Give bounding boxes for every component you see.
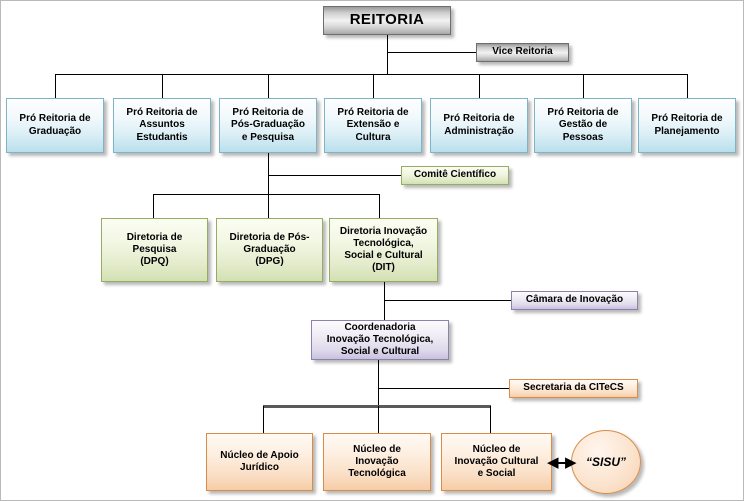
connector-drop-1 [55, 74, 56, 98]
connector-vice-reitoria [387, 52, 477, 53]
connector-diretoria-drop-3 [379, 194, 380, 218]
arrow-left-icon: ◀ [547, 454, 559, 471]
node-diretoria-inovacao[interactable]: Diretoria Inovação Tecnológica, Social e… [329, 218, 438, 282]
connector-nucleo-drop-1 [263, 406, 264, 433]
node-nucleo-inovacao-tecnologica-label: Núcleo de Inovação Tecnológica [348, 443, 406, 480]
node-nucleo-apoio-juridico[interactable]: Núcleo de Apoio Jurídico [206, 433, 313, 491]
node-pro-reitoria-planejamento-label: Pró Reitoria de Planejamento [651, 113, 723, 137]
node-vice-reitoria-label: Vice Reitoria [492, 46, 553, 58]
node-vice-reitoria[interactable]: Vice Reitoria [476, 43, 569, 62]
connector-reitoria-stem [387, 35, 388, 75]
node-diretoria-pesquisa[interactable]: Diretoria de Pesquisa (DPQ) [101, 218, 208, 282]
node-pro-reitoria-planejamento[interactable]: Pró Reitoria de Planejamento [638, 98, 736, 153]
node-comite-cientifico-label: Comitê Científico [413, 169, 497, 181]
connector-coordenadoria-stem [378, 360, 379, 406]
node-diretoria-pos-graduacao-label: Diretoria de Pós- Graduação (DPG) [229, 231, 310, 268]
node-camara-inovacao[interactable]: Câmara de Inovação [511, 291, 638, 310]
connector-diretoria-drop-1 [153, 194, 154, 218]
connector-sisu-line [552, 462, 572, 464]
node-pro-reitoria-extensao-cultura[interactable]: Pró Reitoria de Extensão e Cultura [324, 98, 422, 153]
connector-drop-7 [687, 74, 688, 98]
node-reitoria-label: REITORIA [349, 11, 425, 29]
connector-drop-3 [268, 74, 269, 98]
node-reitoria[interactable]: REITORIA [323, 6, 451, 35]
node-sisu-label: “SISU” [585, 454, 626, 469]
connector-camara [384, 300, 511, 301]
connector-nucleos-bus [263, 405, 491, 408]
node-nucleo-inovacao-tecnologica[interactable]: Núcleo de Inovação Tecnológica [323, 433, 431, 491]
node-coordenadoria-label: Coordenadoria Inovação Tecnológica, Soci… [326, 321, 434, 358]
node-diretoria-pos-graduacao[interactable]: Diretoria de Pós- Graduação (DPG) [216, 218, 323, 282]
connector-drop-5 [479, 74, 480, 98]
connector-pro-reitoria-bus [55, 74, 687, 75]
node-diretoria-inovacao-label: Diretoria Inovação Tecnológica, Social e… [339, 225, 428, 274]
connector-dit-stem [384, 282, 385, 320]
node-secretaria-citecs-label: Secretaria da CITeCS [523, 382, 624, 394]
node-nucleo-inovacao-cultural-social-label: Núcleo de Inovação Cultural e Social [454, 443, 539, 480]
node-pro-reitoria-gestao-pessoas-label: Pró Reitoria de Gestão de Pessoas [547, 107, 619, 143]
node-pro-reitoria-graduacao-label: Pró Reitoria de Graduação [19, 113, 91, 137]
node-pro-reitoria-administracao-label: Pró Reitoria de Administração [443, 113, 515, 137]
connector-nucleo-drop-2 [378, 406, 379, 433]
node-camara-inovacao-label: Câmara de Inovação [525, 294, 624, 306]
node-diretoria-pesquisa-label: Diretoria de Pesquisa (DPQ) [126, 231, 183, 268]
connector-nucleo-drop-3 [490, 406, 491, 433]
node-pro-reitoria-graduacao[interactable]: Pró Reitoria de Graduação [6, 98, 104, 153]
connector-diretorias-bus [153, 194, 379, 195]
node-pro-reitoria-assuntos-estudantis[interactable]: Pró Reitoria de Assuntos Estudantis [113, 98, 211, 153]
node-pro-reitoria-pos-graduacao-pesquisa[interactable]: Pró Reitoria de Pós-Graduação e Pesquisa [219, 98, 317, 153]
connector-comite [268, 175, 401, 176]
node-coordenadoria[interactable]: Coordenadoria Inovação Tecnológica, Soci… [311, 320, 449, 360]
arrow-right-icon: ▶ [565, 454, 577, 471]
node-comite-cientifico[interactable]: Comitê Científico [401, 166, 509, 185]
connector-drop-4 [373, 74, 374, 98]
node-pro-reitoria-pos-graduacao-pesquisa-label: Pró Reitoria de Pós-Graduação e Pesquisa [231, 107, 305, 143]
connector-drop-2 [162, 74, 163, 98]
node-pro-reitoria-administracao[interactable]: Pró Reitoria de Administração [430, 98, 528, 153]
node-nucleo-apoio-juridico-label: Núcleo de Apoio Jurídico [220, 449, 299, 473]
node-pro-reitoria-gestao-pessoas[interactable]: Pró Reitoria de Gestão de Pessoas [534, 98, 632, 153]
node-nucleo-inovacao-cultural-social[interactable]: Núcleo de Inovação Cultural e Social [441, 433, 552, 491]
connector-drop-6 [583, 74, 584, 98]
connector-secretaria [378, 388, 509, 389]
node-secretaria-citecs[interactable]: Secretaria da CITeCS [509, 379, 638, 398]
connector-posgrad-stem [268, 153, 269, 218]
node-pro-reitoria-extensao-cultura-label: Pró Reitoria de Extensão e Cultura [337, 107, 409, 143]
node-pro-reitoria-assuntos-estudantis-label: Pró Reitoria de Assuntos Estudantis [126, 107, 198, 143]
node-sisu[interactable]: “SISU” [571, 430, 641, 494]
